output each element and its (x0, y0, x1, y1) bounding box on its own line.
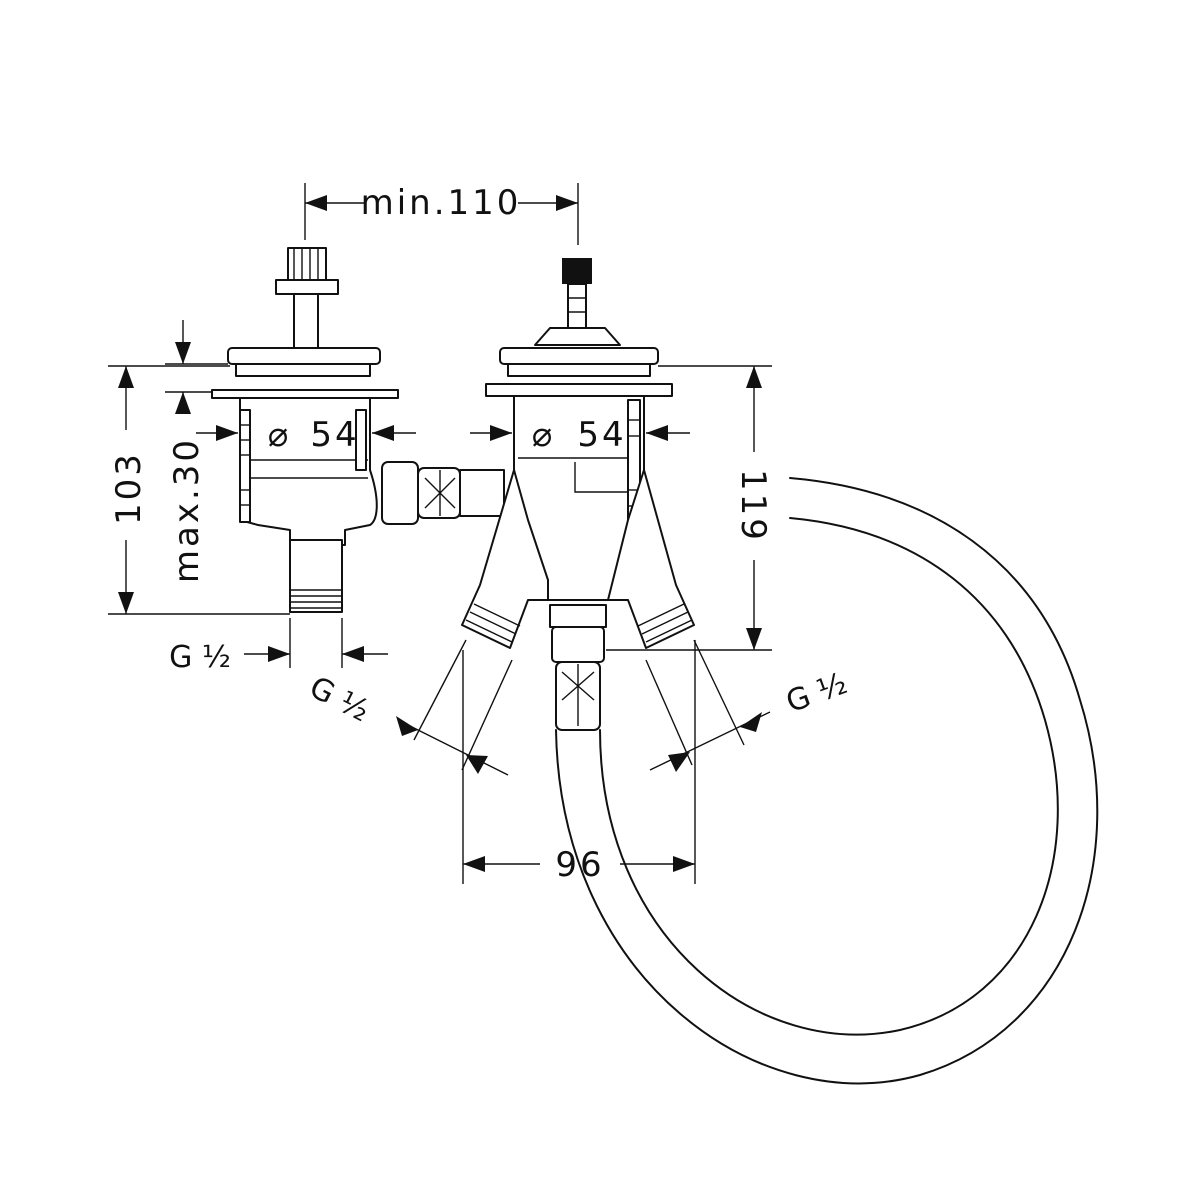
dimension-height-right (606, 365, 772, 651)
thread-bottom-left-label: G ½ (169, 640, 231, 675)
flexible-hose (555, 477, 1099, 1085)
dimension-diameter-right (470, 425, 690, 441)
left-valve-body (211, 247, 505, 613)
dimension-height-left (108, 365, 290, 615)
dimension-adjust-max (165, 320, 228, 414)
thread-angled-right-label: G ½ (782, 666, 852, 720)
dimension-thread-bottom-left (244, 618, 388, 668)
dimension-min-spacing (304, 183, 579, 245)
dimension-thread-angled-right (645, 639, 771, 772)
diameter-left-label: 54 (310, 415, 359, 455)
diameter-symbol-left: ⌀ (268, 415, 288, 455)
diameter-symbol-right: ⌀ (532, 415, 552, 455)
right-valve-body (461, 258, 695, 731)
adjust-max-label: max.30 (167, 437, 207, 583)
dimension-thread-angled-left (396, 639, 513, 776)
diameter-right-label: 54 (577, 415, 626, 455)
height-right-label: 119 (733, 469, 773, 543)
height-left-label: 103 (109, 451, 149, 525)
dimension-diameter-left (196, 425, 416, 441)
min-spacing-label: min.110 (361, 183, 522, 223)
outlet-spacing-label: 96 (555, 845, 604, 885)
thread-angled-left-label: G ½ (304, 670, 375, 729)
